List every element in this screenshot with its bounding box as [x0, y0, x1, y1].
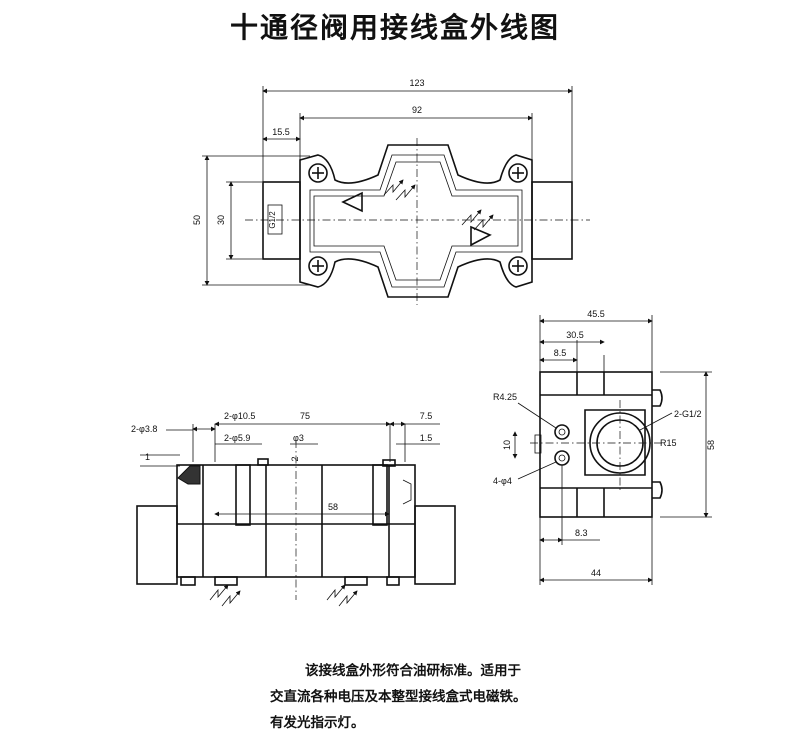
dim-radius: R15	[660, 438, 677, 448]
dim-hole-large: 2-φ10.5	[224, 411, 255, 421]
dim-holes: 4-φ4	[493, 476, 512, 486]
dim-height-outer: 50	[192, 215, 202, 225]
dim-height: 58	[706, 440, 716, 450]
note-line-2: 交直流各种电压及本整型接线盒式电磁铁。	[270, 689, 527, 705]
dim-mid: 30.5	[566, 330, 584, 340]
dim-height-inner: 30	[216, 215, 226, 225]
light-emission-icon	[209, 584, 358, 607]
side-view: 45.5 30.5 8.5 R4.25 2-G1/2 10	[493, 309, 716, 585]
note-line-3: 有发光指示灯。	[270, 715, 365, 731]
note-line-1: 该接线盒外形符合油研标准。适用于	[305, 663, 521, 679]
indicator-triangle-icon	[341, 191, 363, 213]
dim-bottom: 44	[591, 568, 601, 578]
dim-offset: 8.3	[575, 528, 588, 538]
dim-inner: 92	[412, 105, 422, 115]
dim-overall: 123	[409, 78, 424, 88]
dim-center: 2	[290, 456, 300, 461]
front-view: 2-φ3.8 2-φ10.5 75 7.5 2-φ5.9 φ3 1.5 1 2	[131, 411, 456, 607]
drawing-title: 十通径阀用接线盒外线图	[229, 11, 560, 44]
dim-thread: 2-G1/2	[674, 409, 702, 419]
dim-radius-small: R4.25	[493, 392, 517, 402]
indicator-triangle-icon	[470, 225, 492, 247]
dim-left-small: 1	[145, 452, 150, 462]
dim-pitch: 10	[502, 440, 512, 450]
screw-icon	[308, 163, 528, 276]
dim-hole-small: 2-φ3.8	[131, 424, 157, 434]
dim-right: 7.5	[420, 411, 433, 421]
dim-width: 45.5	[587, 309, 605, 319]
dim-right-small: 1.5	[420, 433, 433, 443]
dim-small: 8.5	[554, 348, 567, 358]
dim-hole-mid: 2-φ5.9	[224, 433, 250, 443]
dim-pin: φ3	[293, 433, 304, 443]
dim-base: 58	[328, 502, 338, 512]
dim-span: 75	[300, 411, 310, 421]
light-emission-icon	[383, 179, 494, 231]
dim-left-offset: 15.5	[272, 127, 290, 137]
top-view: 123 92 15.5 50 30 G1/2	[192, 78, 590, 305]
